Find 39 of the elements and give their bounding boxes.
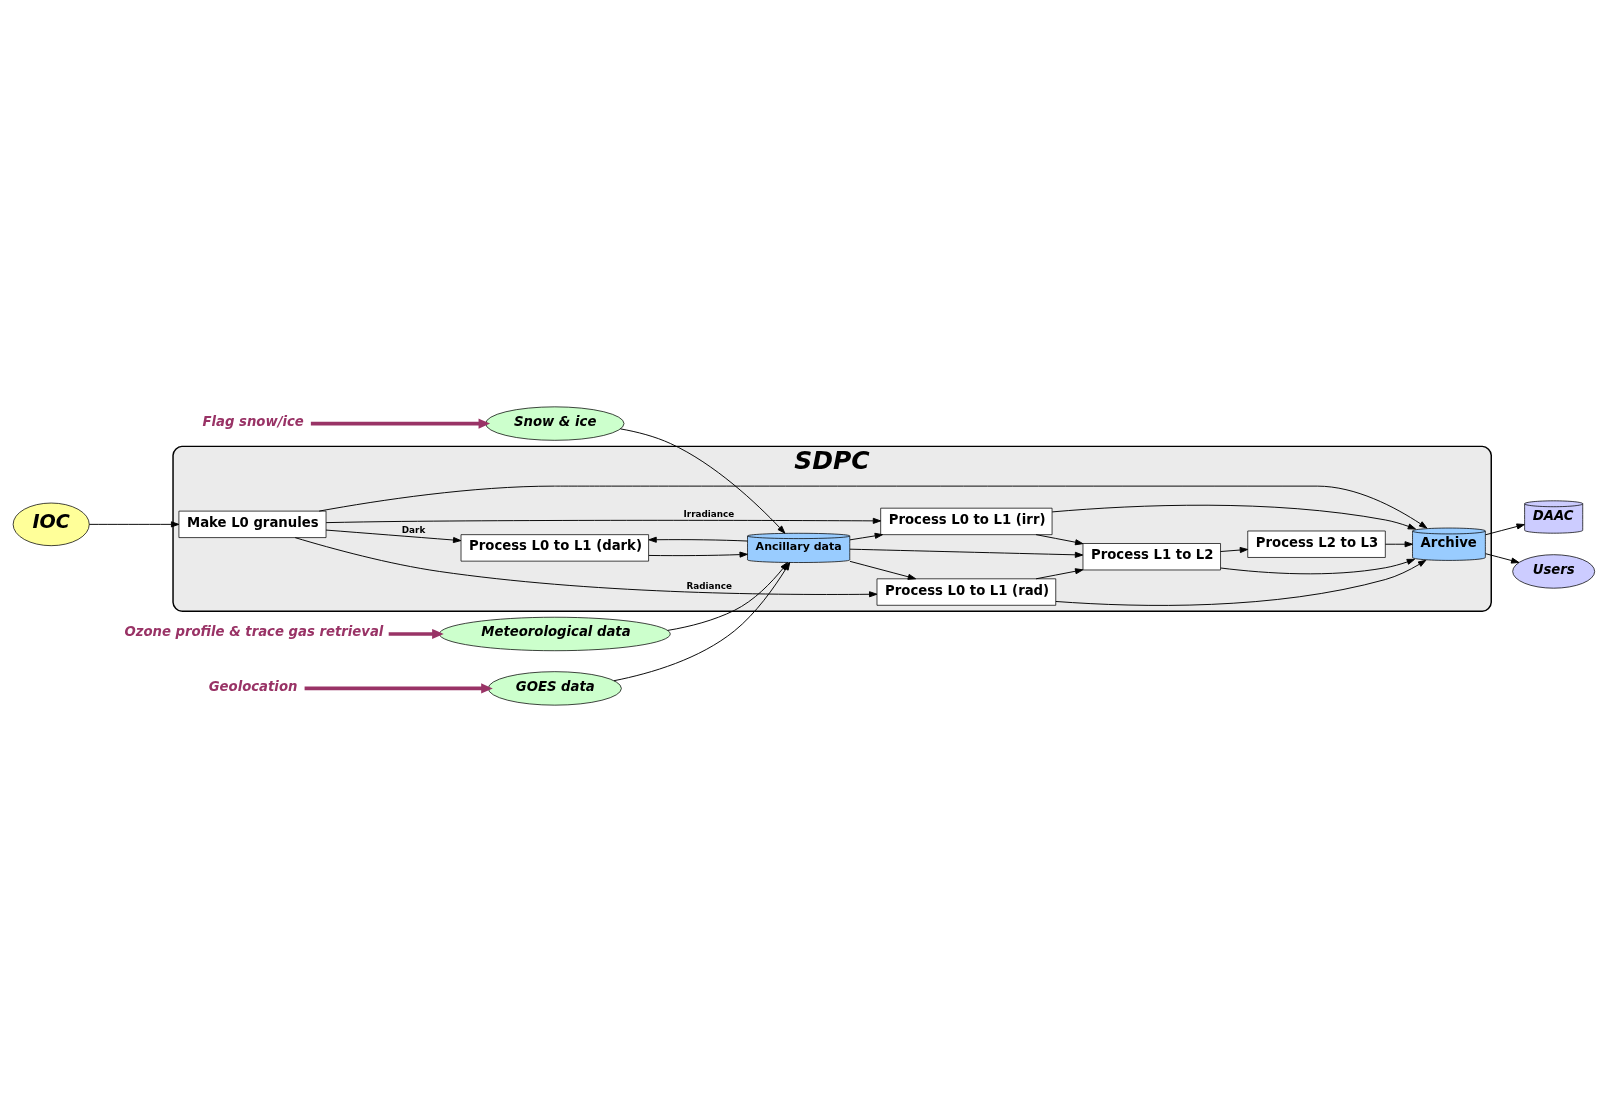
arrow <box>310 418 491 429</box>
arrow <box>388 628 444 640</box>
arrow <box>1485 553 1520 564</box>
node-box: Process L0 to L1 (irr) <box>880 507 1053 536</box>
arrow <box>849 532 883 541</box>
arrow <box>1035 568 1084 580</box>
node-box: Process L1 to L2 <box>1082 543 1221 571</box>
edge-label: Irradiance <box>683 509 735 520</box>
node-ellipse: GOES data <box>487 671 622 706</box>
arrow <box>304 683 493 694</box>
node-box: Process L0 to L1 (dark) <box>460 534 649 562</box>
node-text: Geolocation <box>208 678 298 694</box>
node-text: Ozone profile & trace gas retrieval <box>124 624 384 640</box>
arrow <box>294 537 878 598</box>
arrow <box>325 517 882 524</box>
arrow <box>648 551 748 558</box>
arrow <box>1220 558 1416 575</box>
node-ellipse: Meteorological data <box>439 616 671 652</box>
arrow <box>849 560 917 580</box>
arrow <box>648 536 748 543</box>
node-box: Process L0 to L1 (rad) <box>876 578 1057 606</box>
edge-label: Radiance <box>686 580 732 591</box>
node-box: Process L2 to L3 <box>1247 530 1386 558</box>
arrow <box>1035 534 1084 546</box>
node-text: Flag snow/ice <box>202 414 304 430</box>
node-ellipse: Snow & ice <box>485 406 625 441</box>
arrow <box>619 428 786 534</box>
arrow <box>88 521 180 528</box>
edge-label: Dark <box>401 524 426 535</box>
arrow <box>849 548 1084 558</box>
node-box: Make L0 granules <box>178 510 327 538</box>
arrow <box>1485 523 1525 536</box>
arrow <box>1220 546 1249 554</box>
node-ellipse: IOC <box>12 502 90 547</box>
arrow <box>1051 504 1417 530</box>
arrow <box>1384 541 1413 548</box>
arrow <box>1055 559 1427 606</box>
arrow <box>318 485 1428 529</box>
arrow <box>325 529 462 544</box>
